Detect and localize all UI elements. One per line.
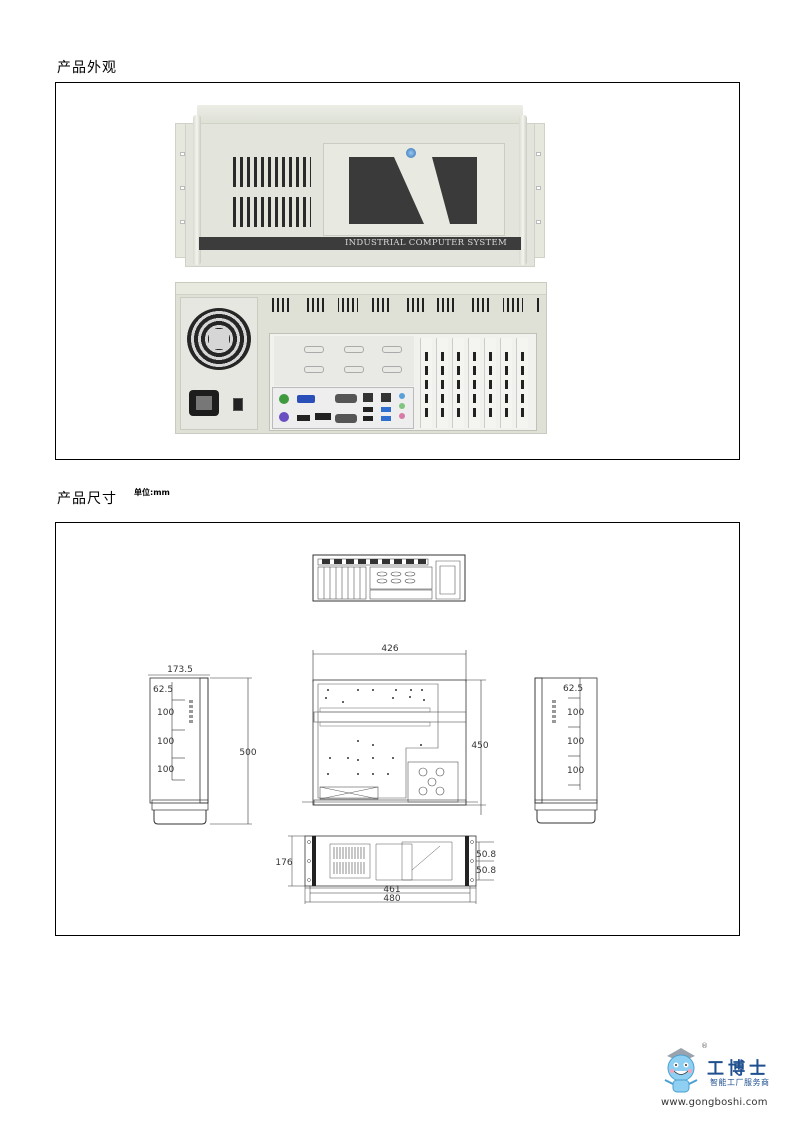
registered-mark: ® [701,1042,708,1050]
fan-icon [187,308,251,370]
expansion-slot [516,338,528,428]
audio-mic-icon [399,413,405,419]
hdmi-port-icon [297,415,310,421]
dim-left-width: 173.5 [167,665,193,675]
expansion-slot [452,338,464,428]
appearance-heading: 产品外观 [57,60,117,76]
watermark-logo: ® 工博士 智能工厂服务商 www.gongboshi.com [655,1040,790,1115]
dim-right-spacing-4: 100 [567,766,584,776]
dim-left-spacing-4: 100 [157,765,174,775]
rear-top-edge [176,283,546,295]
power-switch-icon [233,398,243,411]
power-supply [180,297,258,430]
door-window-right [432,157,477,224]
dim-overall-width: 480 [383,894,400,904]
dim-front-height: 176 [275,858,292,868]
mascot-icon [664,1048,698,1093]
front-door [323,143,505,236]
dim-left-height: 500 [239,748,256,758]
front-vent-lower [233,197,311,227]
usb2-port-icon [363,407,373,412]
lock-icon [406,148,416,158]
dim-right-spacing-3: 100 [567,737,584,747]
io-bay [269,333,537,431]
front-label-band: INDUSTRIAL COMPUTER SYSTEM [199,237,521,250]
com2-port-icon [335,414,357,423]
expansion-slot [468,338,480,428]
left-side-drawing: 173.5 62.5 100 100 100 500 [148,665,257,825]
expansion-slot [484,338,496,428]
chassis-front-photo: INDUSTRIAL COMPUTER SYSTEM [175,105,545,267]
ps2-keyboard-port-icon [279,412,289,422]
brand-slogan: 智能工厂服务商 [710,1078,770,1087]
chassis-rear-photo [175,282,547,434]
dim-right-spacing-2: 100 [567,708,584,718]
motherboard-io-shield [272,387,414,429]
dim-hole-spacing-1: 50.8 [476,850,496,860]
top-cover [197,105,523,125]
rear-vents [272,298,540,312]
top-view-drawing: 426 450 [302,644,489,815]
audio-line-in-icon [399,393,405,399]
displayport-icon [315,413,331,420]
handle-left [193,115,201,265]
ps2-mouse-port-icon [279,394,289,404]
usb2-port-icon [363,416,373,421]
dimensions-frame [55,522,740,936]
dim-left-spacing-1: 62.5 [153,685,173,695]
expansion-slot [500,338,512,428]
dim-right-spacing-1: 62.5 [563,684,583,694]
dim-left-spacing-2: 100 [157,708,174,718]
usb3-port-icon [381,416,391,421]
front-view-drawing: 176 50.8 50.8 461 480 [275,835,496,904]
dim-body-width: 461 [383,885,400,895]
vertical-label-placeholder [552,700,556,723]
door-window-left [349,157,424,224]
vertical-label-placeholder [189,700,193,723]
dim-left-spacing-3: 100 [157,737,174,747]
lan1-port-icon [363,393,373,402]
expansion-slot [420,338,432,428]
dimensions-heading: 产品尺寸 [57,491,117,507]
brand-name: 工博士 [707,1059,770,1079]
dim-top-depth: 450 [471,741,488,751]
handle-right [519,115,527,265]
expansion-slot [436,338,448,428]
power-inlet-icon [189,390,219,416]
right-side-drawing: 62.5 100 100 100 [534,677,598,824]
com1-port-icon [335,394,357,403]
blank-io-plate [274,336,414,386]
lan2-port-icon [381,393,391,402]
audio-line-out-icon [399,403,405,409]
dim-hole-spacing-2: 50.8 [476,866,496,876]
dim-top-width: 426 [381,644,398,654]
rear-view-drawing [312,554,466,602]
unit-label: 单位:mm [134,488,170,497]
usb3-port-icon [381,407,391,412]
vga-port-icon [297,395,315,403]
front-vent-upper [233,157,311,187]
brand-url: www.gongboshi.com [661,1097,768,1108]
